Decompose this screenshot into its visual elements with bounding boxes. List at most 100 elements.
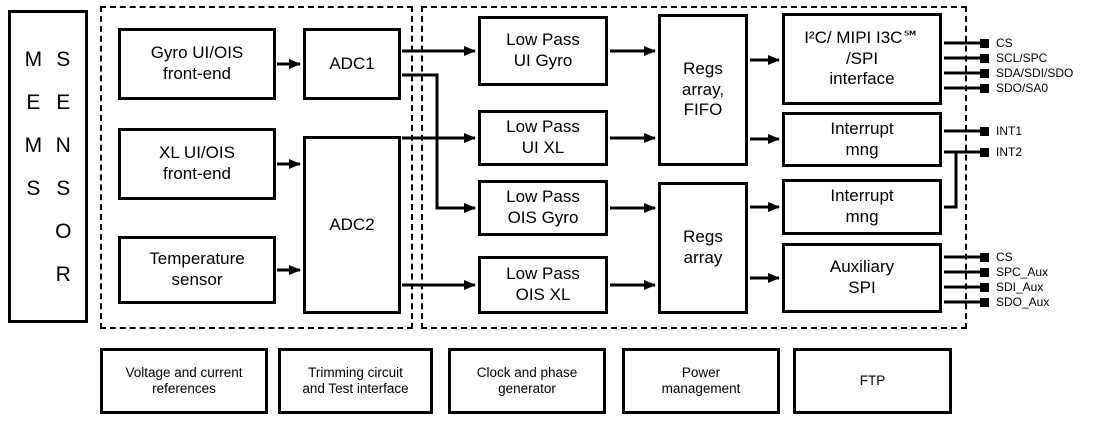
block-lowpass-ui-gyro: Low Pass UI Gyro	[478, 16, 608, 86]
mems-letter: M	[24, 133, 43, 157]
pin-label-int2: INT2	[996, 145, 1023, 159]
block-i2c-mipi-spi-interface: I²C/ MIPI I3C℠ /SPI interface	[782, 13, 942, 105]
pin-sdi-aux: SDI_Aux	[980, 280, 1044, 294]
block-label: XL UI/OIS	[159, 143, 235, 163]
pin-label-spc-aux: SPC_Aux	[996, 265, 1049, 279]
pin-terminal-icon	[980, 297, 989, 307]
mems-letter: M	[24, 47, 43, 71]
block-power-management: Power management	[622, 348, 780, 414]
block-label: UI Gyro	[513, 51, 573, 70]
block-label: I²C/ MIPI I3C℠	[804, 27, 920, 47]
block-clock-phase-generator: Clock and phase generator	[448, 348, 606, 414]
block-lowpass-ois-xl: Low Pass OIS XL	[478, 256, 608, 314]
sensor-letter: E	[56, 90, 71, 114]
sensor-letter: N	[55, 133, 71, 157]
pin-cs-aux: CS	[980, 250, 1013, 264]
block-label: array	[683, 248, 723, 267]
block-label: management	[661, 381, 741, 396]
pin-label-sdo-sa0: SDO/SA0	[996, 81, 1049, 95]
pin-label-int1: INT1	[996, 124, 1023, 138]
block-label: and Test interface	[302, 381, 409, 396]
block-label: Auxiliary	[829, 257, 895, 277]
pin-terminal-icon	[980, 147, 989, 157]
block-label: Interrupt	[830, 186, 894, 206]
block-temperature-sensor: Temperature sensor	[118, 236, 276, 304]
pin-cs: CS	[980, 36, 1013, 50]
block-label: Low Pass	[506, 264, 580, 284]
block-label: /SPI	[845, 48, 879, 68]
pin-spc-aux: SPC_Aux	[980, 265, 1049, 279]
sensor-letter-column: S E N S O R	[55, 49, 71, 285]
block-label: Temperature	[149, 249, 245, 269]
block-adc2: ADC2	[303, 136, 401, 314]
pin-label-sdi-aux: SDI_Aux	[996, 280, 1044, 294]
block-interrupt-mng-1: Interrupt mng	[782, 112, 942, 167]
sensor-letter: O	[55, 219, 72, 243]
pin-label-cs: CS	[996, 36, 1013, 50]
block-label: generator	[498, 381, 556, 396]
pin-terminal-icon	[980, 38, 989, 48]
block-label: interface	[829, 69, 895, 89]
block-label: FTP	[859, 372, 886, 388]
block-gyro-frontend: Gyro UI/OIS front-end	[118, 28, 276, 100]
block-lowpass-ois-gyro: Low Pass OIS Gyro	[478, 180, 608, 236]
mems-letter: S	[26, 176, 41, 200]
block-label: mng	[845, 207, 879, 226]
block-interrupt-mng-2: Interrupt mng	[782, 179, 942, 235]
block-label: SPI	[848, 278, 876, 297]
block-label: Gyro UI/OIS	[150, 43, 244, 63]
block-label: Low Pass	[506, 30, 580, 50]
block-label: Regs	[683, 58, 723, 78]
pin-label-cs-aux: CS	[996, 250, 1013, 264]
block-lowpass-ui-xl: Low Pass UI XL	[478, 110, 608, 166]
block-label: front-end	[162, 64, 232, 83]
block-label: mng	[845, 139, 879, 159]
pin-scl-spc: SCL/SPC	[980, 51, 1048, 65]
block-adc1: ADC1	[303, 28, 401, 100]
mems-sensor-label: M E M S S E N S O R	[25, 49, 72, 285]
block-regs-array-fifo: Regs array, FIFO	[658, 14, 748, 166]
pin-terminal-icon	[980, 267, 989, 277]
block-voltage-current-references: Voltage and current references	[100, 348, 268, 414]
block-label: Interrupt	[830, 118, 894, 138]
mems-letter-column: M E M S	[25, 49, 43, 285]
block-label: Voltage and current	[125, 364, 243, 380]
block-label: Clock and phase	[476, 364, 578, 380]
pin-sda-sdi-sdo: SDA/SDI/SDO	[980, 66, 1074, 80]
pin-label-scl-spc: SCL/SPC	[996, 51, 1048, 65]
block-label: array,	[681, 79, 725, 99]
sensor-letter: S	[56, 176, 71, 200]
block-label: Power	[681, 364, 721, 380]
block-label: Regs	[683, 227, 723, 247]
pin-label-sda-sdi-sdo: SDA/SDI/SDO	[996, 66, 1074, 80]
block-label: ADC1	[329, 53, 375, 73]
block-mems-sensor: M E M S S E N S O R	[8, 10, 88, 323]
block-label: UI XL	[521, 138, 565, 157]
pin-terminal-icon	[980, 252, 989, 262]
pin-int2: INT2	[980, 145, 1023, 159]
block-auxiliary-spi: Auxiliary SPI	[782, 243, 942, 313]
block-label: Low Pass	[506, 187, 580, 207]
pin-terminal-icon	[980, 53, 989, 63]
pin-terminal-icon	[980, 126, 989, 136]
pin-sdo-aux: SDO_Aux	[980, 295, 1050, 309]
block-label: Low Pass	[506, 117, 580, 137]
block-regs-array: Regs array	[658, 182, 748, 314]
pin-terminal-icon	[980, 282, 989, 292]
pin-sdo-sa0: SDO/SA0	[980, 81, 1049, 95]
block-label: ADC2	[329, 214, 375, 234]
pin-int1: INT1	[980, 124, 1023, 138]
sensor-letter: R	[55, 262, 71, 286]
mems-letter: E	[26, 90, 41, 114]
block-ftp: FTP	[793, 348, 952, 414]
block-trimming-test-interface: Trimming circuit and Test interface	[278, 348, 433, 414]
block-label: OIS XL	[515, 285, 571, 304]
sensor-letter: S	[56, 47, 71, 71]
pin-label-sdo-aux: SDO_Aux	[996, 295, 1050, 309]
block-label: sensor	[171, 270, 223, 289]
block-label: FIFO	[683, 100, 723, 120]
pin-terminal-icon	[980, 68, 989, 78]
block-xl-frontend: XL UI/OIS front-end	[118, 128, 276, 200]
block-label: front-end	[162, 164, 232, 183]
